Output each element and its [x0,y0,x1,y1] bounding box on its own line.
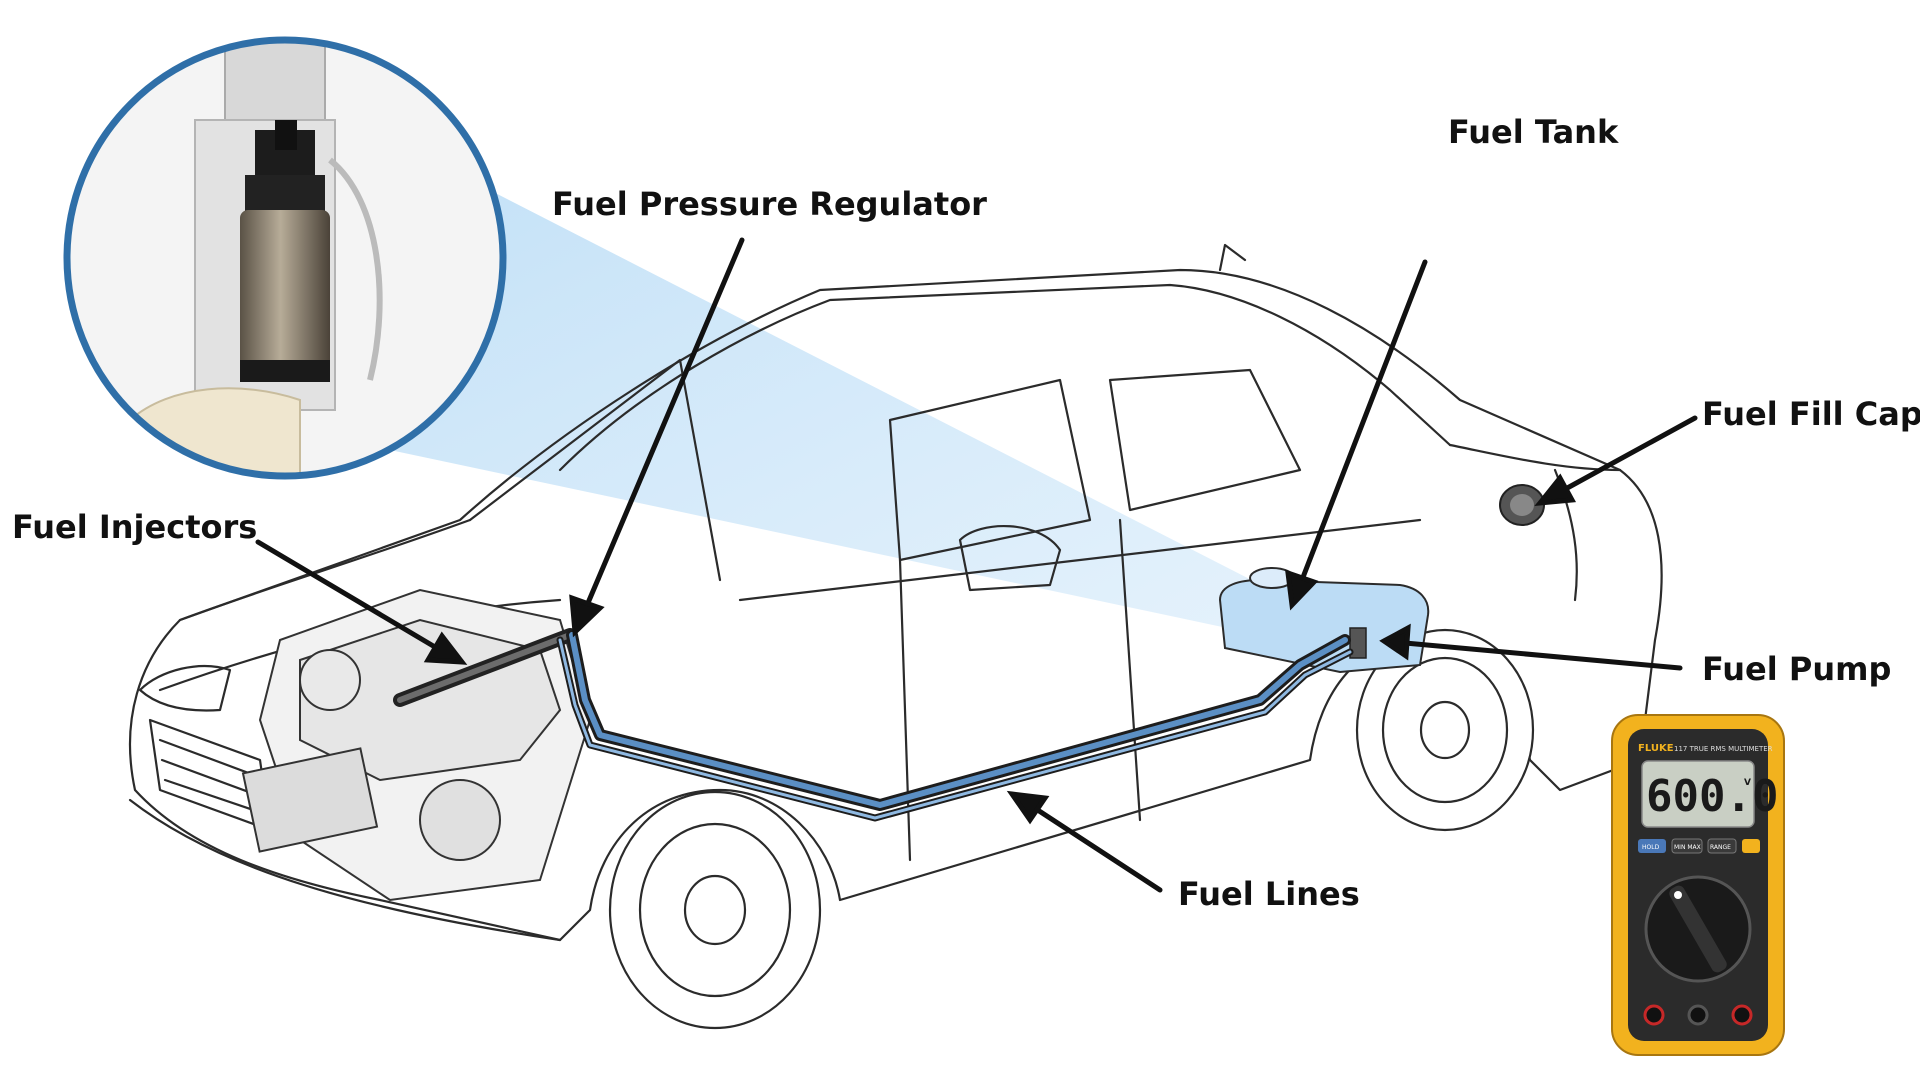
fuel-line-path [556,629,1354,822]
multimeter-jacks [1643,1004,1753,1026]
multimeter-model: 117 TRUE RMS MULTIMETER [1674,745,1773,753]
callout-arrows [255,237,1698,893]
arrow-fuel-pump [1402,640,1683,671]
multimeter-button-hold-label: HOLD [1642,844,1660,851]
fuel-tank [1218,567,1430,674]
inset-highlight-beam [390,180,1310,635]
multimeter-display [1641,760,1755,828]
multimeter-button-range-label: RANGE [1710,844,1731,851]
multimeter-buttons: HOLD MIN MAX RANGE [1638,838,1760,854]
multimeter-dial-indicator [1674,891,1682,899]
multimeter-button-hold[interactable] [1638,839,1666,853]
arrow-head-fuel-lines [1006,790,1050,825]
arrow-fuel-fill-cap [1557,415,1698,495]
arrow-head-fuel-tank [1285,569,1319,611]
arrow-head-fuel-pressure-regulator [569,594,605,638]
arrow-fuel-tank [1297,259,1428,588]
front-wheel [608,790,822,1030]
label-fuel-pump: Fuel Pump [1702,650,1891,688]
arrow-fuel-lines [1027,802,1163,893]
arrow-fuel-injectors [255,539,443,653]
multimeter-button-minmax[interactable] [1671,838,1703,854]
multimeter-brand: FLUKE [1638,743,1674,754]
multimeter-button-backlight[interactable] [1742,839,1760,853]
engine [241,588,592,902]
label-fuel-tank: Fuel Tank [1448,113,1619,151]
fuel-rail [393,628,577,707]
multimeter-unit: V [1744,778,1751,788]
multimeter-button-minmax-label: MIN MAX [1674,844,1701,851]
rear-wheel [1355,628,1535,832]
multimeter-reading: 600.0 [1646,771,1778,822]
multimeter-button-range[interactable] [1707,838,1737,854]
label-fuel-lines: Fuel Lines [1178,875,1360,913]
label-fuel-pressure-regulator: Fuel Pressure Regulator [552,185,987,223]
arrow-fuel-pressure-regulator [582,237,745,613]
arrow-head-fuel-pump [1379,623,1411,661]
multimeter-icon: FLUKE 117 TRUE RMS MULTIMETER 600.0 V HO… [1611,714,1785,1056]
arrow-head-fuel-injectors [423,631,468,665]
fuel-pump-module-icon [63,36,507,480]
arrow-head-fuel-fill-cap [1534,473,1577,507]
label-fuel-fill-cap: Fuel Fill Cap [1702,395,1920,433]
label-fuel-injectors: Fuel Injectors [12,508,257,546]
fuel-fill-cap-icon [1499,484,1545,526]
